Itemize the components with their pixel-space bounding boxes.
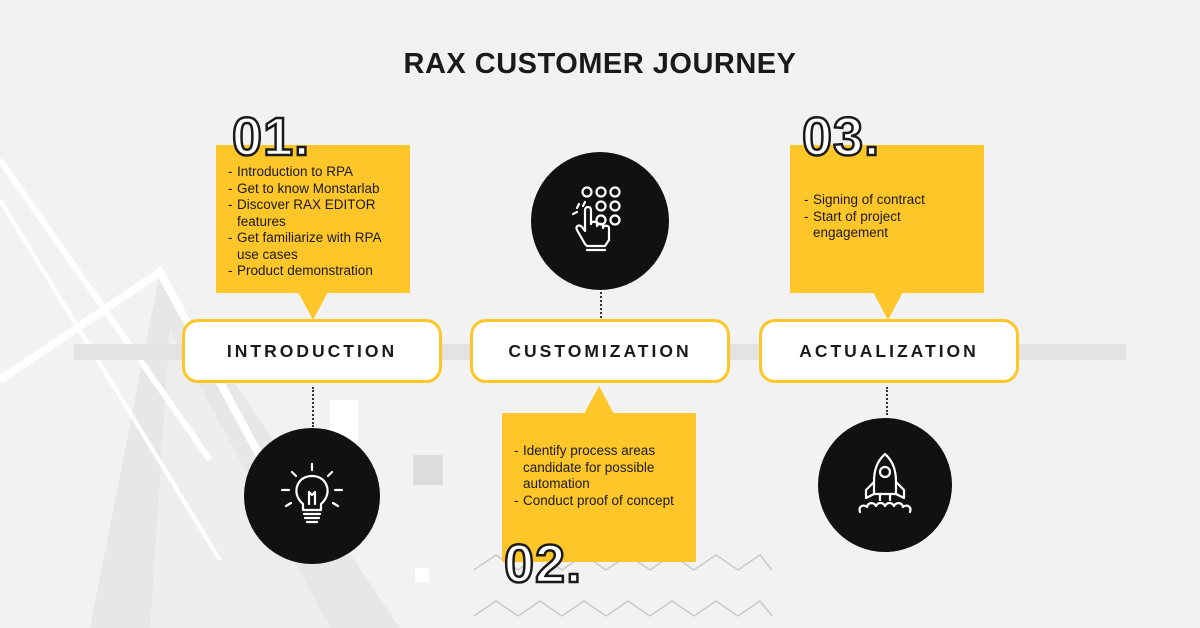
step-3-item: Start of project engagement [796, 209, 976, 242]
rocket-icon [858, 452, 912, 514]
step-2-icon-circle [531, 152, 669, 290]
step-1-note: Introduction to RPA Get to know Monstarl… [216, 145, 410, 293]
step-3-number: 03. [801, 107, 881, 167]
step-1-item: Product demonstration [220, 263, 402, 280]
step-2-note: Identify process areas candidate for pos… [502, 413, 696, 562]
step-1-icon-circle [244, 428, 380, 564]
step-2-number: 02. [503, 534, 583, 594]
step-1-connector [312, 387, 314, 427]
step-3-icon-circle [818, 418, 952, 552]
step-3-note-pointer [873, 292, 903, 320]
touch-keypad-icon [571, 186, 621, 252]
step-2-connector [600, 292, 602, 318]
step-3-note: Signing of contract Start of project eng… [790, 145, 984, 293]
step-1-number: 01. [231, 107, 311, 167]
step-2-item: Conduct proof of concept [506, 493, 688, 510]
step-1-item: Get familiarize with RPA use cases [220, 230, 402, 263]
step-1-note-pointer [298, 292, 328, 320]
lightbulb-icon [280, 462, 344, 524]
step-1-item: Discover RAX EDITOR features [220, 197, 402, 230]
phase-introduction: INTRODUCTION [182, 319, 442, 383]
phase-actualization: ACTUALIZATION [759, 319, 1019, 383]
step-1-item: Introduction to RPA [220, 164, 402, 181]
phase-customization: CUSTOMIZATION [470, 319, 730, 383]
step-3-connector [886, 387, 888, 415]
page-title: RAX CUSTOMER JOURNEY [403, 48, 797, 80]
step-1-item: Get to know Monstarlab [220, 181, 402, 198]
step-2-note-pointer [584, 386, 614, 414]
step-2-item: Identify process areas candidate for pos… [506, 443, 688, 493]
step-3-item: Signing of contract [796, 192, 976, 209]
